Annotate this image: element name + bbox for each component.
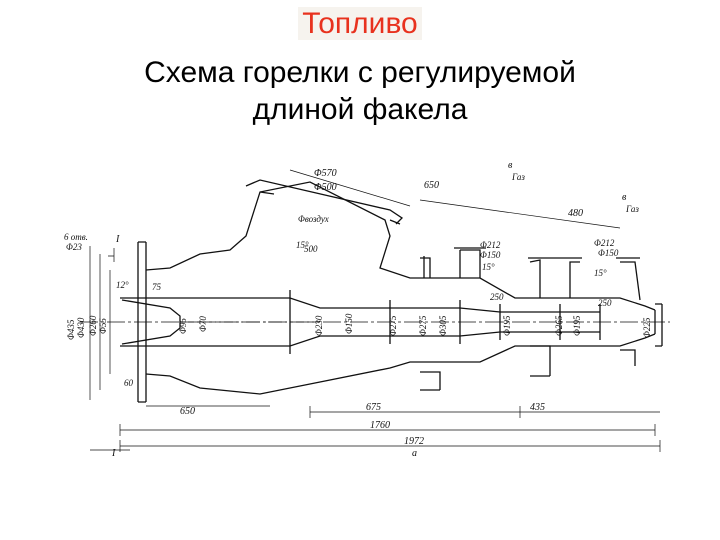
burner-drawing: Φ570 Φ500 650 480 в Газ в Газ Φ212 Φ150 … (64, 160, 670, 459)
section-mark-top: I (115, 234, 120, 245)
mark-a: a (412, 448, 417, 459)
dim-d265: Φ265 (554, 315, 564, 336)
slide-title: Топливо (0, 6, 720, 42)
holes-label-2: Φ23 (66, 242, 82, 252)
dim-d95: Φ95 (178, 318, 188, 334)
subtitle-line-1: Схема горелки с регулируемой (144, 56, 576, 89)
dim-vozduh: Φвоздух (298, 214, 329, 224)
dim-angle12: 12° (116, 280, 129, 290)
dim-d75: 75 (152, 282, 162, 292)
gas-label-2: Газ (625, 204, 639, 214)
dim-d435: Φ435 (66, 319, 76, 340)
dim-d150-a: Φ150 (480, 250, 501, 260)
burner-outline (120, 179, 663, 403)
dim-d570: Φ570 (314, 168, 337, 179)
dim-d435-len: 435 (530, 402, 545, 413)
dim-d70: Φ70 (198, 316, 208, 332)
mark-b2: в (622, 192, 627, 203)
dim-d195: Φ195 (502, 315, 512, 336)
holes-label-1: 6 отв. (64, 232, 88, 242)
dim-d1760: 1760 (370, 420, 390, 431)
dim-d500: Φ500 (314, 182, 337, 193)
dim-d150-b: Φ150 (598, 248, 619, 258)
dim-d650-bottom: 650 (180, 406, 195, 417)
subtitle-line-2: длиной факела (252, 93, 468, 126)
gas-label: Газ (511, 172, 525, 182)
dim-d230: Φ230 (314, 315, 324, 336)
dim-d430: Φ430 (76, 317, 86, 338)
dim-d212-b: Φ212 (594, 238, 615, 248)
dim-d212-a: Φ212 (480, 240, 501, 250)
dim-d150-c: Φ150 (344, 313, 354, 334)
dim-d275-b: Φ275 (418, 315, 428, 336)
dim-d60: 60 (124, 378, 134, 388)
dim-d650-top: 650 (424, 180, 439, 191)
dim-angle15-a: 15° (296, 240, 309, 250)
mark-b: в (508, 160, 513, 171)
dim-d260: Φ260 (88, 315, 98, 336)
dim-angle15-c: 15° (594, 268, 607, 278)
dim-d275-a: Φ275 (388, 315, 398, 336)
dimension-lines (89, 169, 661, 452)
dim-d250-b: 250 (598, 298, 612, 308)
dim-d250-a: 250 (490, 292, 504, 302)
slide-subtitle: Схема горелки с регулируемой длиной факе… (60, 54, 660, 128)
dim-d305: Φ305 (438, 315, 448, 336)
dim-d500-vert: 500 (304, 244, 318, 254)
dim-d675: 675 (366, 402, 381, 413)
dim-d480: 480 (568, 208, 583, 219)
dim-d55: Φ55 (98, 318, 108, 334)
dim-angle15-b: 15° (482, 262, 495, 272)
dim-d225: Φ225 (642, 317, 652, 338)
section-mark-bottom: I (111, 448, 116, 459)
dim-d195-b: Φ195 (572, 315, 582, 336)
slide-title-text: Топливо (298, 7, 422, 40)
dim-d1972: 1972 (404, 436, 424, 447)
